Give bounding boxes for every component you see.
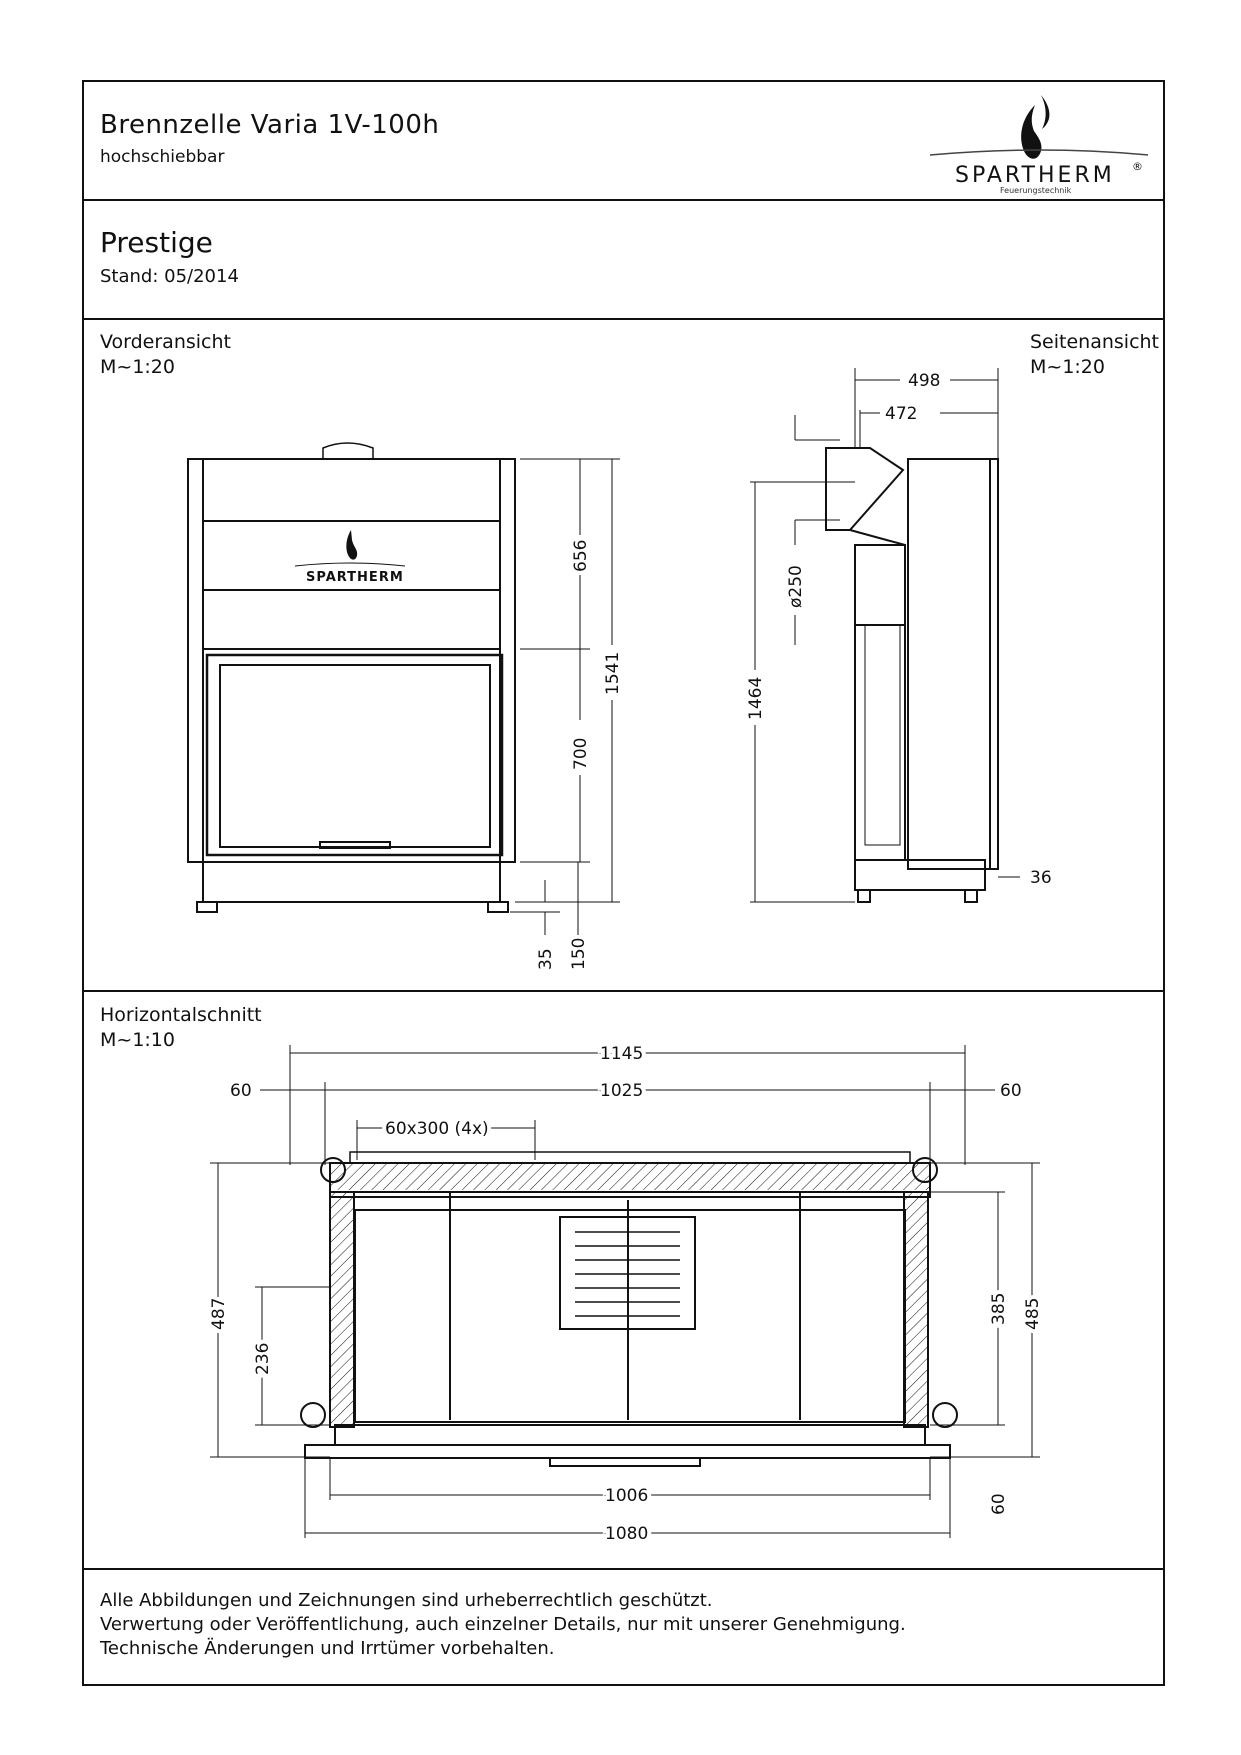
flame-icon: [1021, 105, 1042, 159]
spartherm-logo: SPARTHERM ® Feuerungstechnik: [929, 95, 1149, 195]
dim-36: 36: [1030, 868, 1052, 888]
brand-registered: ®: [1132, 160, 1143, 173]
dim-485: 485: [1023, 1298, 1043, 1330]
model-stand: Stand: 05/2014: [100, 266, 239, 287]
footer-line-2: Verwertung oder Veröffentlichung, auch e…: [100, 1614, 906, 1635]
section-view-label: Horizontalschnitt: [100, 1004, 262, 1026]
svg-text:SPARTHERM: SPARTHERM: [306, 570, 404, 585]
dim-1025: 1025: [600, 1081, 643, 1101]
dim-385: 385: [989, 1293, 1009, 1325]
dim-250: ø250: [786, 565, 806, 608]
dim-35: 35: [536, 948, 556, 970]
drawing-frame: [82, 80, 1165, 1686]
dim-656: 656: [571, 540, 591, 572]
divider-header: [82, 199, 1165, 201]
dim-498: 498: [908, 371, 940, 391]
dim-60-right: 60: [1000, 1081, 1022, 1101]
dim-150: 150: [569, 938, 589, 970]
model-name: Prestige: [100, 226, 213, 259]
footer-line-1: Alle Abbildungen und Zeichnungen sind ur…: [100, 1590, 713, 1611]
divider-footer: [82, 1568, 1165, 1570]
footer-line-3: Technische Änderungen und Irrtümer vorbe…: [100, 1638, 555, 1659]
side-view-scale: M~1:20: [1030, 356, 1105, 378]
brand-name: SPARTHERM: [955, 163, 1115, 188]
front-view-label: Vorderansicht: [100, 331, 231, 353]
drawing-title: Brennzelle Varia 1V-100h: [100, 110, 440, 140]
dim-1464: 1464: [746, 677, 766, 720]
divider-views: [82, 990, 1165, 992]
dim-1006: 1006: [605, 1486, 648, 1506]
copyright-notice: Alle Abbildungen und Zeichnungen sind ur…: [100, 1589, 906, 1661]
divider-model: [82, 318, 1165, 320]
dim-1145: 1145: [600, 1044, 643, 1064]
dim-60x300: 60x300 (4x): [385, 1119, 489, 1139]
front-view-scale: M~1:20: [100, 356, 175, 378]
brand-subline: Feuerungstechnik: [1000, 186, 1072, 195]
dim-472: 472: [885, 404, 917, 424]
dim-60-left: 60: [230, 1081, 252, 1101]
front-logo: SPARTHERM: [294, 530, 406, 585]
dim-487: 487: [209, 1298, 229, 1330]
side-view-label: Seitenansicht: [1030, 331, 1160, 353]
dim-60-bottom: 60: [989, 1493, 1009, 1515]
drawing-subtitle: hochschiebbar: [100, 147, 225, 167]
dim-1080: 1080: [605, 1524, 648, 1544]
section-view-scale: M~1:10: [100, 1029, 175, 1051]
dim-700: 700: [571, 738, 591, 770]
dim-1541: 1541: [603, 652, 623, 695]
dim-236: 236: [253, 1343, 273, 1375]
